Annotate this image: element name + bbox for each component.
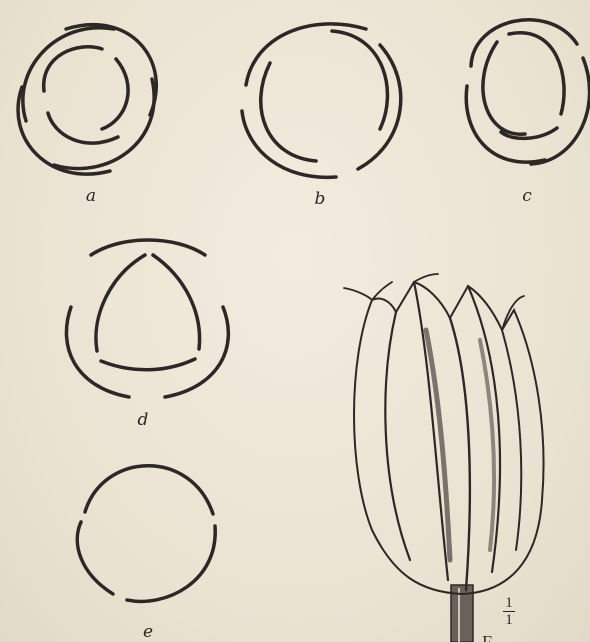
- label-d: d: [128, 412, 158, 429]
- diagram-c-outer-arc-2: [531, 58, 590, 164]
- diagram-d-outer-arc-right: [165, 307, 228, 397]
- label-b: b: [305, 191, 335, 208]
- tulip-stem: [451, 585, 473, 642]
- diagram-b-inner-arc-2: [332, 31, 387, 129]
- diagram-a-petal-7: [48, 113, 118, 143]
- tulip-petal-line-4: [468, 286, 500, 572]
- diagram-c-inner-arc-1: [483, 42, 525, 134]
- diagram-b-outer-arc-1: [246, 24, 366, 85]
- diagram-d-inner-side-left: [96, 255, 145, 351]
- diagram-a-petal-2: [66, 25, 156, 115]
- diagram-b-outer-arc-2: [358, 45, 401, 169]
- tulip-petal-line-1: [385, 312, 410, 560]
- diagram-e-arc-1: [85, 466, 213, 514]
- tulip-tip-center: [414, 274, 438, 282]
- diagram-e-arc-3: [77, 522, 113, 594]
- tulip-petal-line-3: [450, 318, 470, 590]
- tulip-tip-right: [502, 296, 524, 330]
- diagram-c-inner-arc-3: [501, 128, 557, 138]
- diagram-c-inner-arc-2: [509, 33, 564, 114]
- diagram-d-outer-arc-left: [66, 307, 129, 397]
- label-e: e: [133, 624, 163, 641]
- tulip-petal-line-5: [502, 330, 521, 550]
- diagram-d-inner-side-right: [153, 255, 200, 349]
- diagram-d-outer-arc-top: [91, 240, 205, 255]
- scale-fraction: 1 1: [497, 596, 521, 627]
- tulip-bud-body: [354, 282, 544, 594]
- label-c: c: [512, 188, 542, 205]
- tulip-petal-line-2: [414, 282, 448, 580]
- diagram-c-outer-arc-1: [471, 20, 577, 66]
- diagram-a-petal-1: [23, 28, 114, 121]
- diagram-e-arc-2: [127, 526, 215, 601]
- scale-denominator: 1: [497, 613, 521, 627]
- diagram-b-outer-arc-3: [242, 111, 336, 177]
- diagram-a-petal-3: [54, 79, 154, 169]
- diagram-d-inner-base: [101, 359, 195, 370]
- diagram-c-outer-arc-3: [466, 86, 545, 162]
- label-a: a: [76, 188, 106, 205]
- diagram-a-petal-5: [44, 47, 102, 91]
- diagram-a-petal-6: [102, 59, 128, 129]
- cropped-figure-mark: F: [482, 633, 542, 642]
- diagram-a-petal-4: [18, 87, 110, 174]
- scale-numerator: 1: [497, 596, 521, 610]
- diagram-b-inner-arc-1: [261, 63, 316, 161]
- tulip-tip-left: [344, 282, 392, 300]
